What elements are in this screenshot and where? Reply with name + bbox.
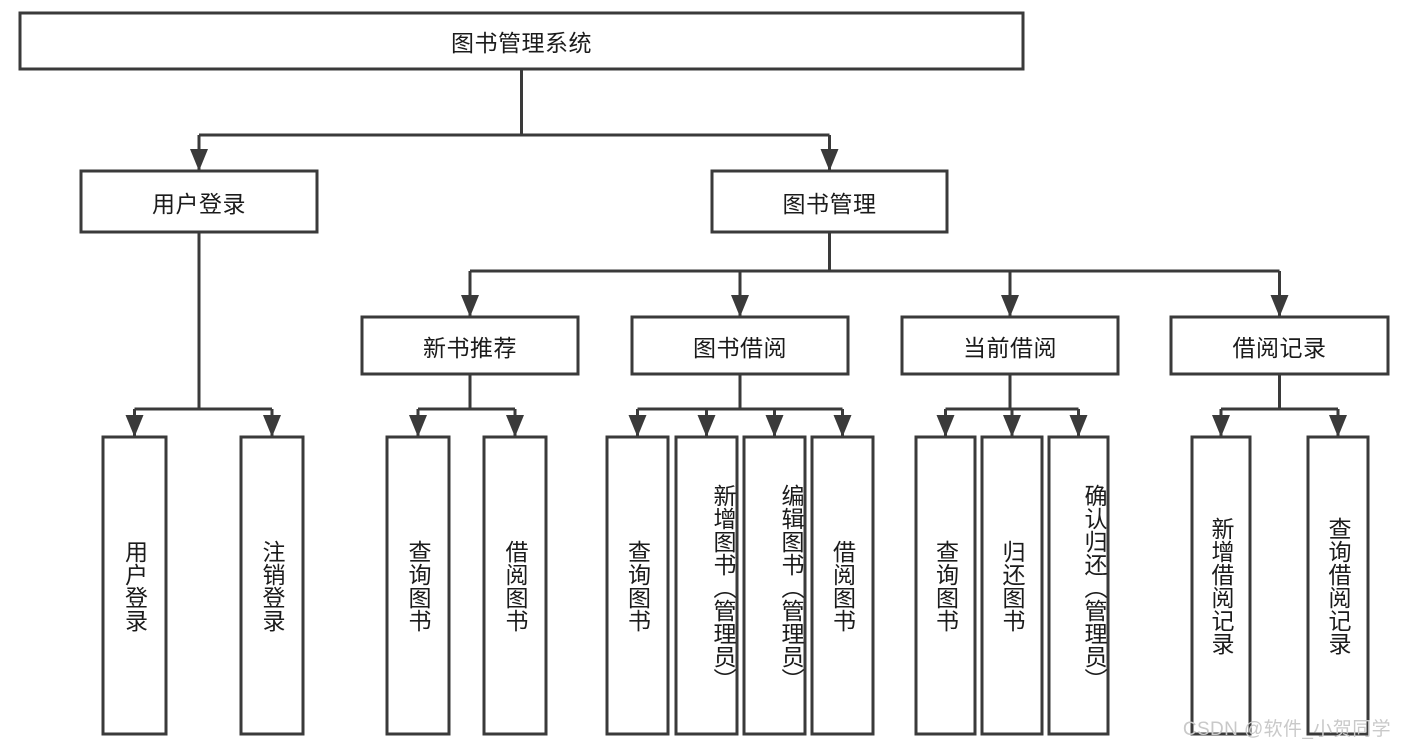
node-box-leaf-query-borrow-record <box>1306 435 1370 736</box>
arrow-head-icon-new-book-recommend <box>461 295 479 317</box>
node-box-current-borrow <box>900 315 1120 376</box>
arrow-head-icon-leaf-user-login <box>125 415 144 437</box>
node-box-leaf-query-book-current <box>914 435 977 736</box>
node-box-leaf-confirm-return-admin <box>1047 435 1110 736</box>
node-box-leaf-query-book-new <box>385 435 451 736</box>
arrow-head-icon-book-management <box>820 149 839 171</box>
node-box-leaf-query-book-borrow <box>605 435 670 736</box>
arrow-head-icon-leaf-query-book-current <box>936 415 955 437</box>
arrow-head-icon-leaf-edit-book-admin <box>765 415 784 437</box>
arrow-head-icon-leaf-return-book <box>1003 415 1021 437</box>
arrow-head-icon-book-borrow <box>731 295 749 317</box>
arrow-head-icon-leaf-borrow-book-new <box>506 415 524 437</box>
nodes-layer <box>18 11 1390 736</box>
node-box-root <box>18 11 1025 71</box>
node-box-leaf-user-login <box>101 435 168 736</box>
arrow-head-icon-leaf-borrow-book <box>833 415 852 437</box>
node-box-user-login <box>79 169 319 234</box>
node-box-leaf-borrow-book-new <box>482 435 548 736</box>
node-box-leaf-logout <box>239 435 305 736</box>
node-box-book-management <box>710 169 949 234</box>
arrow-head-icon-borrow-record <box>1270 295 1289 317</box>
arrow-head-icon-current-borrow <box>1001 295 1019 317</box>
arrow-head-icon-leaf-add-borrow-record <box>1212 415 1230 437</box>
arrow-head-icon-leaf-add-book-admin <box>697 415 716 437</box>
arrow-head-icon-leaf-query-book-borrow <box>628 415 647 437</box>
arrow-head-icon-leaf-logout <box>263 415 281 437</box>
node-box-leaf-borrow-book <box>810 435 875 736</box>
connectors-layer <box>125 69 1347 437</box>
node-box-leaf-add-book-admin <box>674 435 739 736</box>
arrow-head-icon-leaf-query-borrow-record <box>1329 415 1347 437</box>
node-box-leaf-edit-book-admin <box>742 435 807 736</box>
arrow-head-icon-user-login <box>190 149 208 171</box>
arrow-head-icon-leaf-query-book-new <box>409 415 427 437</box>
node-box-book-borrow <box>630 315 850 376</box>
node-box-new-book-recommend <box>360 315 580 376</box>
node-box-borrow-record <box>1169 315 1390 376</box>
arrow-head-icon-leaf-confirm-return-admin <box>1069 415 1088 437</box>
node-box-leaf-return-book <box>980 435 1044 736</box>
node-box-leaf-add-borrow-record <box>1190 435 1252 736</box>
watermark-text: CSDN @软件_小贺同学 <box>1182 719 1391 740</box>
